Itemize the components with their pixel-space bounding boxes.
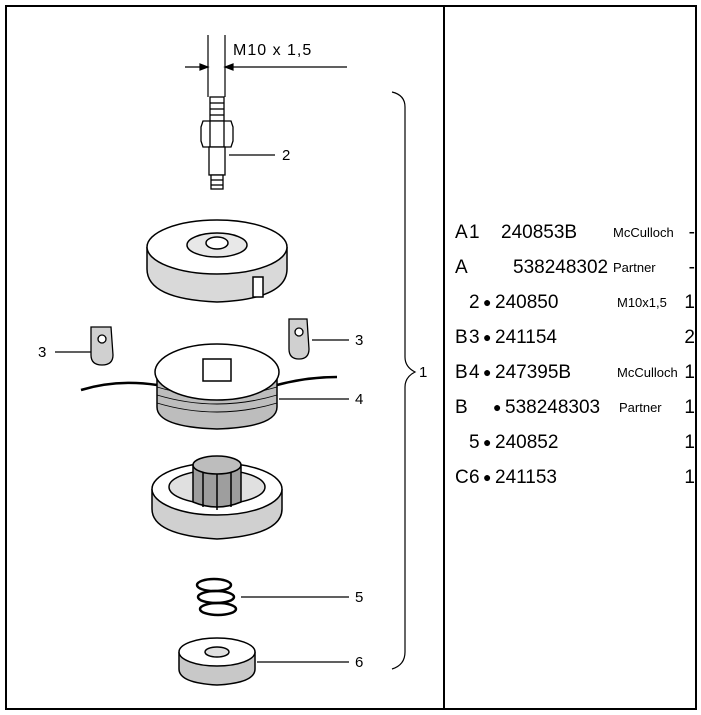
bump-knob (151, 455, 283, 540)
row-bullet: ● (483, 469, 492, 485)
row-qty: 1 (684, 397, 695, 418)
row-qty: 1 (684, 432, 695, 453)
row-qty: - (688, 257, 695, 278)
parts-row: 2 ● 240850 M10x1,5 1 (455, 285, 695, 320)
row-note: Partner (619, 400, 662, 415)
row-qty: 1 (684, 467, 695, 488)
row-qty: - (688, 222, 695, 243)
callout-3-left: 3 (38, 344, 46, 361)
thread-dimension (185, 35, 347, 97)
row-group: A (455, 222, 468, 243)
column-divider (443, 7, 445, 708)
row-number: 2 (469, 292, 480, 313)
spring-part (195, 577, 238, 617)
callout-1: 1 (419, 364, 427, 381)
page-frame: M10 x 1,5 2 3 (5, 5, 697, 710)
row-number: 5 (469, 432, 480, 453)
row-qty: 1 (684, 292, 695, 313)
row-part-number: 241153 (495, 467, 557, 488)
row-note: McCulloch (613, 225, 674, 240)
parts-row: A 1 240853B McCulloch - (455, 215, 695, 250)
parts-row: C 6 ● 241153 1 (455, 460, 695, 495)
callout-4: 4 (355, 391, 363, 408)
row-note: Partner (613, 260, 656, 275)
parts-row: B ● 538248303 Partner 1 (455, 390, 695, 425)
row-part-number: 538248303 (505, 397, 601, 418)
row-bullet: ● (483, 294, 492, 310)
row-part-number: 240852 (495, 432, 559, 453)
spool-part (80, 343, 338, 430)
line-guide-right (288, 318, 310, 360)
row-part-number: 241154 (495, 327, 557, 348)
callout-2: 2 (282, 147, 290, 164)
row-number: 6 (469, 467, 480, 488)
exploded-view-diagram: M10 x 1,5 2 3 (38, 35, 427, 686)
thread-label: M10 x 1,5 (233, 42, 312, 59)
row-note: M10x1,5 (617, 295, 667, 310)
callout-3-right: 3 (355, 332, 363, 349)
row-qty: 2 (684, 327, 695, 348)
row-part-number: 247395B (495, 362, 572, 383)
bolt-part (200, 96, 234, 190)
row-note: McCulloch (617, 365, 678, 380)
row-group: B (455, 397, 468, 418)
callout-5: 5 (355, 589, 363, 606)
row-part-number: 240850 (495, 292, 559, 313)
row-group: A (455, 257, 468, 278)
row-group: B (455, 362, 468, 383)
cover-part (178, 637, 256, 686)
callout-6: 6 (355, 654, 363, 671)
row-part-number: 538248302 (513, 257, 609, 278)
line-guide-left (90, 326, 114, 366)
parts-row: 5 ● 240852 1 (455, 425, 695, 460)
row-group: C (455, 467, 469, 488)
parts-table: A 1 240853B McCulloch - A 538248302 Part… (455, 215, 695, 495)
parts-row: B 3 ● 241154 2 (455, 320, 695, 355)
row-bullet: ● (493, 399, 502, 415)
assembly-brace (391, 91, 417, 670)
parts-row: A 538248302 Partner - (455, 250, 695, 285)
row-group: B (455, 327, 468, 348)
row-number: 1 (469, 222, 480, 243)
row-number: 3 (469, 327, 480, 348)
row-part-number: 240853B (501, 222, 578, 243)
housing-cap (146, 219, 288, 303)
row-number: 4 (469, 362, 480, 383)
row-bullet: ● (483, 329, 492, 345)
row-bullet: ● (483, 364, 492, 380)
row-qty: 1 (684, 362, 695, 383)
row-bullet: ● (483, 434, 492, 450)
parts-row: B 4 ● 247395B McCulloch 1 (455, 355, 695, 390)
